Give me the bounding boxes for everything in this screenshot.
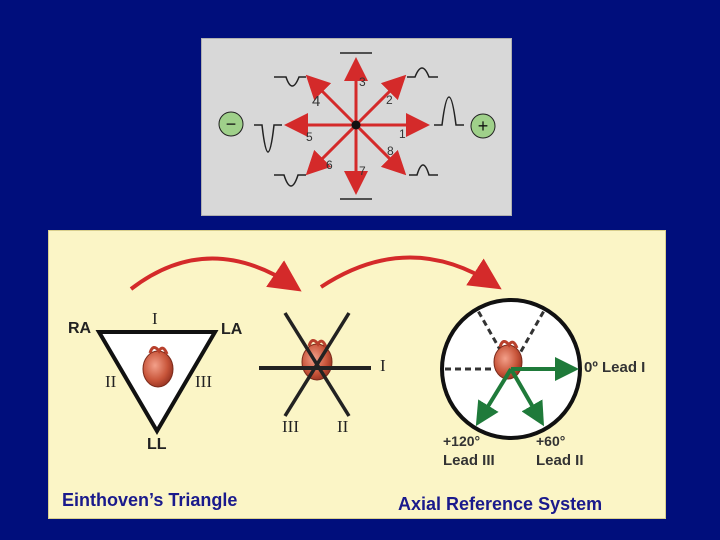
lead-ii-vector xyxy=(509,368,544,427)
number-5: 5 xyxy=(306,130,313,144)
negative-pole-circle xyxy=(218,111,244,137)
lead-vector-panel: 1 2 3 4 5 6 7 8 xyxy=(201,38,512,216)
lead-i-label: I xyxy=(152,309,158,328)
lead-systems-panel: RA LA LL I II III I II III xyxy=(48,230,666,519)
lead-iii-axis-label: Lead III xyxy=(443,452,495,469)
hex-lead-iii-label: III xyxy=(282,417,299,436)
einthoven-caption: Einthoven’s Triangle xyxy=(62,490,238,510)
waveform-lower-right xyxy=(409,164,438,176)
arrow-2 xyxy=(354,74,407,127)
number-8: 8 xyxy=(387,144,394,158)
la-label: LA xyxy=(221,321,243,338)
lead-vectors xyxy=(475,357,579,427)
positive-pole-label: + xyxy=(478,116,489,136)
number-6: 6 xyxy=(326,158,333,172)
lead-ii-label: II xyxy=(105,372,117,391)
ll-label: LL xyxy=(147,436,167,453)
waveform-upper-left xyxy=(274,76,306,87)
arrow-6 xyxy=(305,123,358,176)
transition-arrow-1 xyxy=(129,256,302,292)
waveform-lower-left xyxy=(274,174,306,187)
number-7: 7 xyxy=(359,164,366,178)
hex-lead-ii-label: II xyxy=(337,417,349,436)
axial-reference-circle: 0º Lead I +120° Lead III +60° Lead II xyxy=(440,298,645,469)
axial-caption: Axial Reference System xyxy=(398,494,603,514)
heart-image-1 xyxy=(142,346,174,388)
lead-i-0-label: 0º Lead I xyxy=(584,359,645,376)
positive-pole-circle xyxy=(470,113,496,139)
waveforms xyxy=(254,52,464,200)
ra-label: RA xyxy=(68,320,92,337)
hex-lead-i-label: I xyxy=(380,356,386,375)
waveform-upper-right xyxy=(407,67,438,78)
waveform-left xyxy=(254,124,282,153)
lead-iii-vector xyxy=(475,367,513,427)
negative-pole-label: − xyxy=(226,114,237,134)
deg-60-label: +60° xyxy=(536,433,565,449)
direction-arrows xyxy=(284,57,430,195)
number-4: 4 xyxy=(312,93,320,110)
arrow-4 xyxy=(305,74,358,127)
crossing-leads: I II III xyxy=(259,312,386,436)
center-dot xyxy=(351,120,361,130)
number-1: 1 xyxy=(399,127,406,141)
lead-vector-diagram: 1 2 3 4 5 6 7 8 xyxy=(218,52,496,200)
number-2: 2 xyxy=(386,93,393,107)
einthoven-triangle: RA LA LL I II III xyxy=(68,309,243,453)
arrow-8 xyxy=(354,123,407,176)
transition-arrow-2 xyxy=(319,255,502,290)
lead-systems-diagram: RA LA LL I II III I II III xyxy=(68,255,645,469)
waveform-right xyxy=(434,96,464,126)
lead-iii-label: III xyxy=(195,372,212,391)
deg-120-label: +120° xyxy=(443,433,480,449)
lead-ii-axis-label: Lead II xyxy=(536,452,584,469)
number-3: 3 xyxy=(359,75,366,89)
lead-iii-line xyxy=(283,312,351,417)
